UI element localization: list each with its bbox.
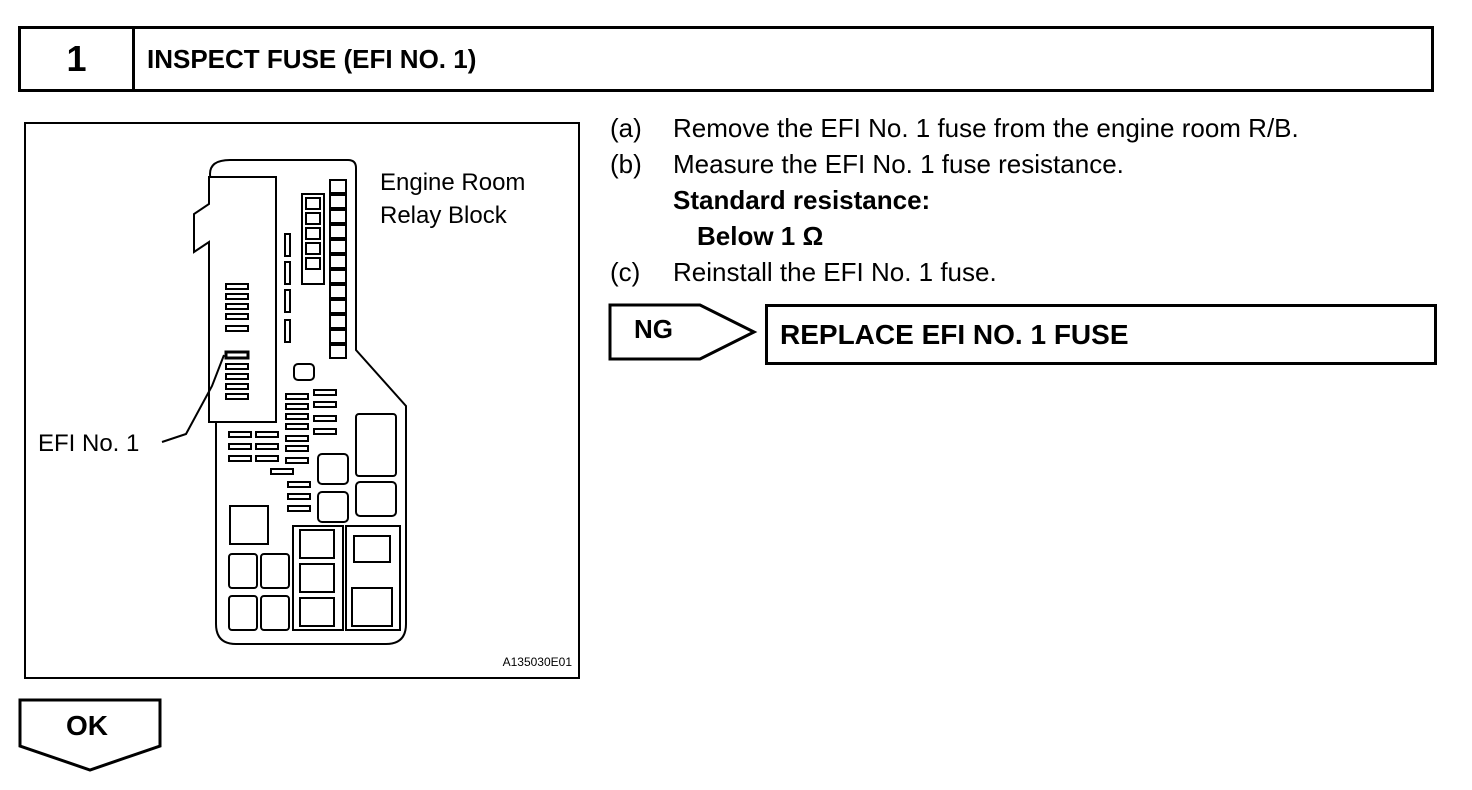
relay-block-illustration: Engine Room Relay Block EFI No. 1 A13503… [24,122,580,679]
relay-block-label-line2: Relay Block [380,202,507,229]
instruction-c: (c) Reinstall the EFI No. 1 fuse. [610,254,1299,290]
step-number: 1 [21,29,135,89]
step-header: 1 INSPECT FUSE (EFI NO. 1) [18,26,1434,92]
instruction-list: (a) Remove the EFI No. 1 fuse from the e… [610,110,1299,290]
ng-arrow-shape [608,303,758,361]
instruction-text: Reinstall the EFI No. 1 fuse. [673,257,997,287]
relay-block-label-line1: Engine Room [380,169,526,196]
relay-block-diagram [161,159,407,645]
ok-arrow: OK [18,698,164,774]
figure-code: A135030E01 [502,655,572,669]
efi-fuse-label: EFI No. 1 [38,430,140,457]
instruction-text: Remove the EFI No. 1 fuse from the engin… [673,113,1299,143]
ng-arrow: NG [608,303,758,361]
instruction-a: (a) Remove the EFI No. 1 fuse from the e… [610,110,1299,146]
ng-action-box: REPLACE EFI NO. 1 FUSE [765,304,1437,365]
instruction-tag: (a) [610,113,642,143]
step-title: INSPECT FUSE (EFI NO. 1) [147,43,477,74]
instruction-text: Measure the EFI No. 1 fuse resistance. [673,149,1124,179]
instruction-tag: (b) [610,149,642,179]
standard-resistance-value: Below 1 Ω [697,221,824,251]
standard-resistance-label: Standard resistance: [673,185,931,215]
ng-label: NG [634,314,673,344]
ok-label: OK [66,710,108,741]
ok-arrow-shape [18,698,162,772]
instruction-b: (b) Measure the EFI No. 1 fuse resistanc… [610,146,1299,182]
relay-block-label: Engine Room Relay Block [380,166,525,232]
instruction-tag: (c) [610,257,641,287]
